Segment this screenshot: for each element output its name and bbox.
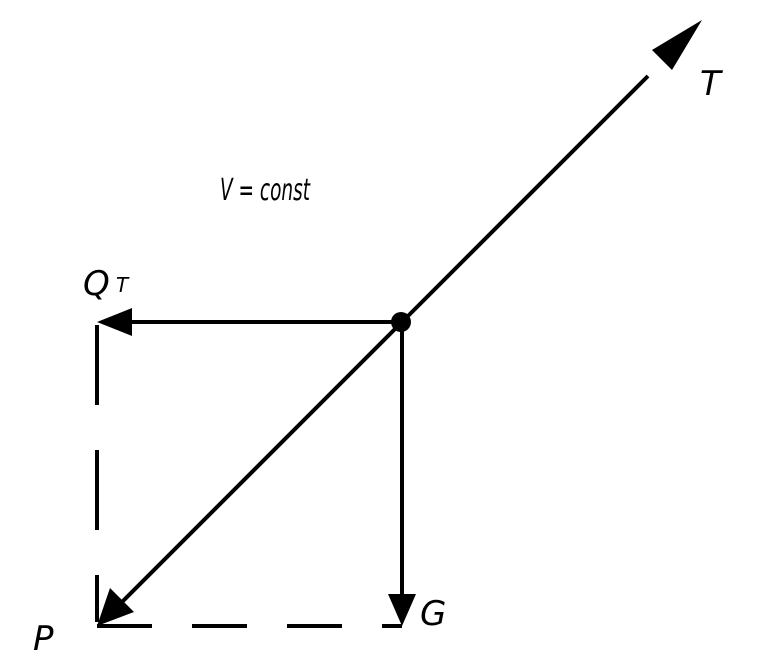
tension-label: T	[700, 64, 723, 104]
origin-point	[391, 312, 411, 332]
vector-qt	[97, 308, 402, 336]
drag-subscript-label: T	[116, 273, 130, 297]
vector-p	[97, 320, 404, 626]
drag-label: Q	[83, 264, 110, 304]
vector-g	[388, 322, 416, 626]
vector-t	[400, 20, 702, 324]
equation-label: V = const	[220, 173, 311, 208]
gravity-label: G	[420, 594, 446, 634]
resultant-label: P	[33, 619, 54, 654]
